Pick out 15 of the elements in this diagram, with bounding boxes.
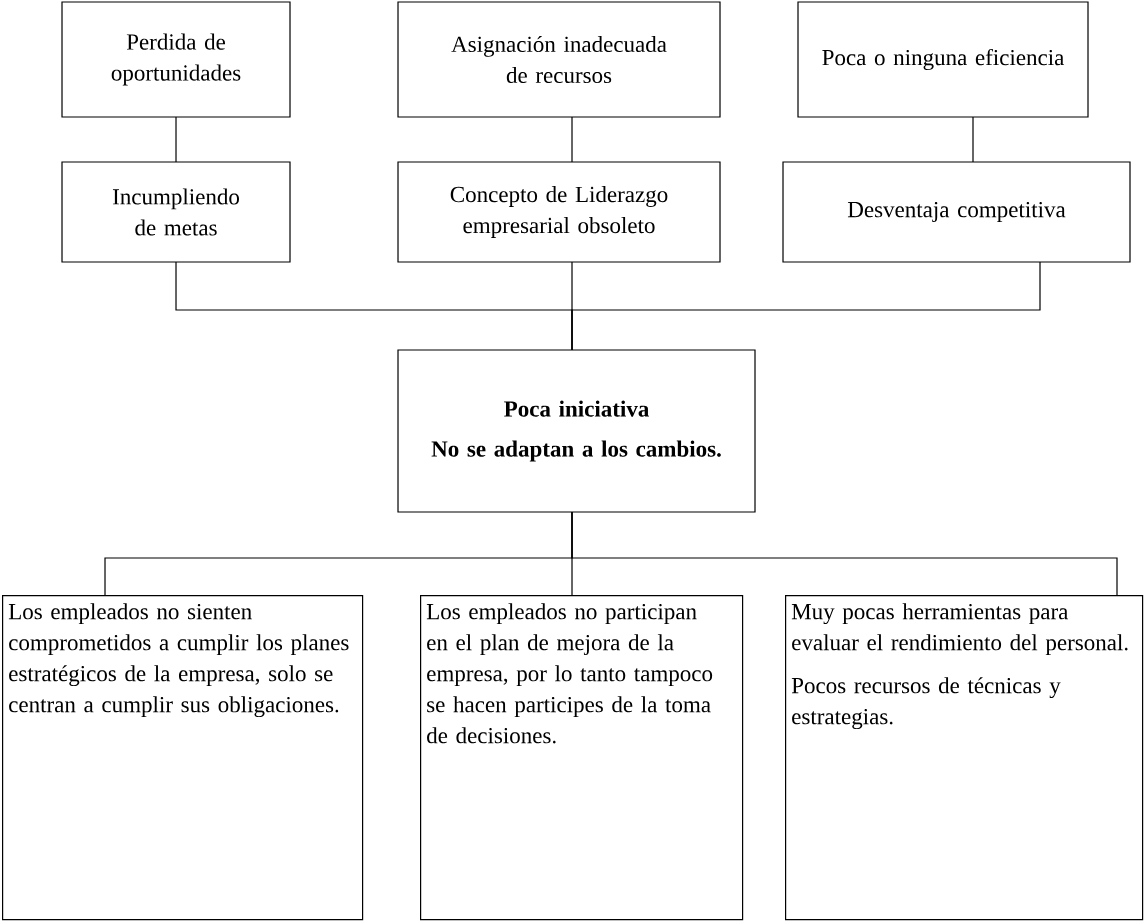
problem-box: Concepto de Liderazgo empresarial obsoleto	[397, 161, 721, 263]
problem-box: Perdida de oportunidades	[61, 1, 291, 118]
problem-box: Poca o ninguna eficiencia	[797, 1, 1089, 118]
problem-box: Incumpliendo de metas	[61, 161, 291, 263]
problem-box: Los empleados no sienten comprometidos a cumplir los planes estratégicos de la empresa, solo se centran a cumplir sus obligaciones.	[2, 595, 364, 921]
central-problem-box: Poca iniciativa No se adaptan a los cambios.	[397, 349, 756, 513]
problem-box: Los empleados no participan en el plan de mejora de la empresa, por lo tanto tampoco se hacen participes de la toma de decisiones.	[420, 595, 744, 921]
connector-line	[571, 511, 1118, 596]
problem-box: Muy pocas herramientas para evaluar el rendimiento del personal. Pocos recursos de técnicas y estrategias.	[785, 595, 1144, 921]
connector-line	[175, 116, 177, 163]
problem-box: Asignación inadecuada de recursos	[397, 1, 721, 118]
connector-line	[571, 116, 573, 163]
problem-box: Desventaja competitiva	[782, 161, 1131, 263]
connector-line	[972, 116, 974, 163]
connector-line	[571, 261, 1041, 351]
